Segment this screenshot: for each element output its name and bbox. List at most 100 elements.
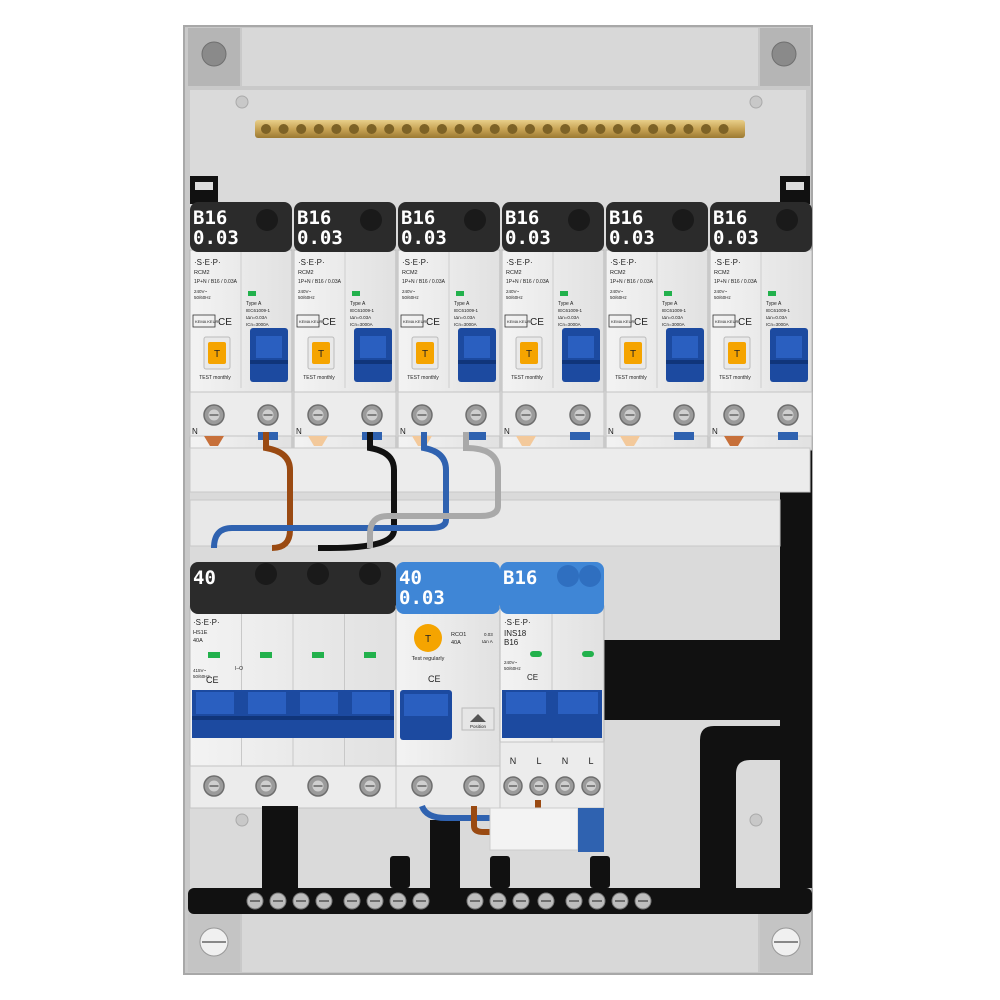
status-indicator [312, 652, 324, 658]
test-button-label: T [422, 349, 428, 360]
busbar-hole [613, 124, 623, 134]
header-screw-icon [360, 209, 382, 231]
header-screw-icon [557, 565, 579, 587]
test-button-label: T [318, 349, 324, 360]
frequency-label: 50/60Hz [193, 674, 211, 679]
mounting-hole [235, 95, 249, 109]
type-label: Type A [558, 301, 574, 307]
cert-mark-box [400, 314, 424, 328]
toggle-lever[interactable] [568, 336, 594, 358]
position-label: Position [470, 724, 487, 729]
toggle-ridge [666, 360, 704, 364]
type-label: Type A [766, 301, 782, 307]
status-indicator [352, 291, 360, 296]
toggle-lever[interactable] [464, 336, 490, 358]
rating-label: B16 [505, 207, 539, 229]
main-switch-header [190, 562, 396, 614]
toggle-lever[interactable] [776, 336, 802, 358]
ce-mark: CE [218, 317, 232, 328]
top-cover [242, 28, 758, 86]
test-monthly-label: TEST monthly [719, 375, 751, 381]
rcd-test-button-label: T [425, 634, 431, 645]
toggle-ridge [192, 716, 394, 720]
terminal-block [499, 741, 605, 809]
model-label: RCM2 [610, 270, 626, 276]
toggle-lever[interactable] [360, 336, 386, 358]
toggle-ridge [770, 360, 808, 364]
sensitivity-label: 0.03 [401, 227, 447, 249]
brand-label: ·S·E·P· [714, 258, 741, 267]
curve-label: B16 [504, 638, 519, 647]
bottom-wires [419, 800, 604, 852]
toggle-lever[interactable] [352, 692, 390, 714]
icn-label: ICn=3000A [454, 322, 477, 327]
idn-label: IΔn=0.03A [558, 315, 579, 320]
frequency-label: 50/60Hz [506, 295, 524, 300]
busbar-hole [437, 124, 447, 134]
ce-mark: CE [428, 674, 441, 684]
test-monthly-label: TEST monthly [615, 375, 647, 381]
busbar-hole [349, 124, 359, 134]
test-monthly-label: TEST monthly [199, 375, 231, 381]
toggle-ridge [562, 360, 600, 364]
voltage-label: 240V~ [506, 289, 520, 294]
test-button[interactable] [520, 342, 538, 364]
frequency-label: 50/60Hz [610, 295, 628, 300]
sensitivity-label: 0.03 [713, 227, 759, 249]
cert-mark-label: KEMA KEUR [507, 319, 530, 324]
toggle-ridge [458, 360, 496, 364]
cert-mark-label: KEMA KEUR [299, 319, 322, 324]
sensitivity-label: 0.03 [609, 227, 655, 249]
frequency-label: 50/60Hz [714, 295, 732, 300]
standard-label: IEC61009-1 [558, 308, 583, 313]
test-button[interactable] [416, 342, 434, 364]
neutral-wire-stub [204, 436, 224, 446]
brand-label: ·S·E·P· [402, 258, 429, 267]
test-button[interactable] [208, 342, 226, 364]
test-monthly-label: TEST monthly [511, 375, 543, 381]
test-button[interactable] [624, 342, 642, 364]
mcb-rating: B16 [503, 567, 537, 589]
test-button[interactable] [728, 342, 746, 364]
busbar-hole [296, 124, 307, 134]
cable-channel-lower [189, 499, 781, 547]
rcd-test-button[interactable] [414, 624, 442, 652]
test-button[interactable] [312, 342, 330, 364]
header-screw-icon [255, 563, 277, 585]
icn-label: ICn=3000A [766, 322, 789, 327]
toggle-lever[interactable] [196, 692, 234, 714]
test-button-label: T [630, 349, 636, 360]
toggle-lever[interactable] [672, 336, 698, 358]
header-screw-icon [776, 209, 798, 231]
busbar-hole [648, 124, 659, 134]
toggle-lever[interactable] [300, 692, 338, 714]
toggle-lever[interactable] [404, 694, 448, 716]
toggle-lever[interactable] [248, 692, 286, 714]
mounting-hole [235, 813, 249, 827]
brand-label: ·S·E·P· [193, 618, 220, 627]
status-indicator [260, 652, 272, 658]
terminal-clamp [778, 432, 798, 440]
busbar-hole [665, 124, 676, 134]
terminal-n-mark: N [510, 756, 517, 766]
status-indicator [364, 652, 376, 658]
model-label: RCM2 [298, 270, 314, 276]
busbar-hole [595, 124, 606, 134]
cert-mark-box [712, 314, 736, 328]
status-indicator [248, 291, 256, 296]
toggle-lever[interactable] [256, 336, 282, 358]
spec-label: IΔn A [482, 639, 493, 644]
standard-label: IEC61009-1 [662, 308, 687, 313]
model-label: RCO1 [451, 632, 466, 638]
io-mark: I–O [235, 666, 243, 672]
mounting-hole [749, 95, 763, 109]
brand-label: ·S·E·P· [504, 618, 531, 627]
toggle-lever[interactable] [558, 692, 598, 714]
icn-label: ICn=3000A [558, 322, 581, 327]
brand-label: ·S·E·P· [194, 258, 221, 267]
terminal-clamp [674, 432, 694, 440]
spec-label: 0.03 [484, 632, 493, 637]
toggle-lever[interactable] [506, 692, 546, 714]
